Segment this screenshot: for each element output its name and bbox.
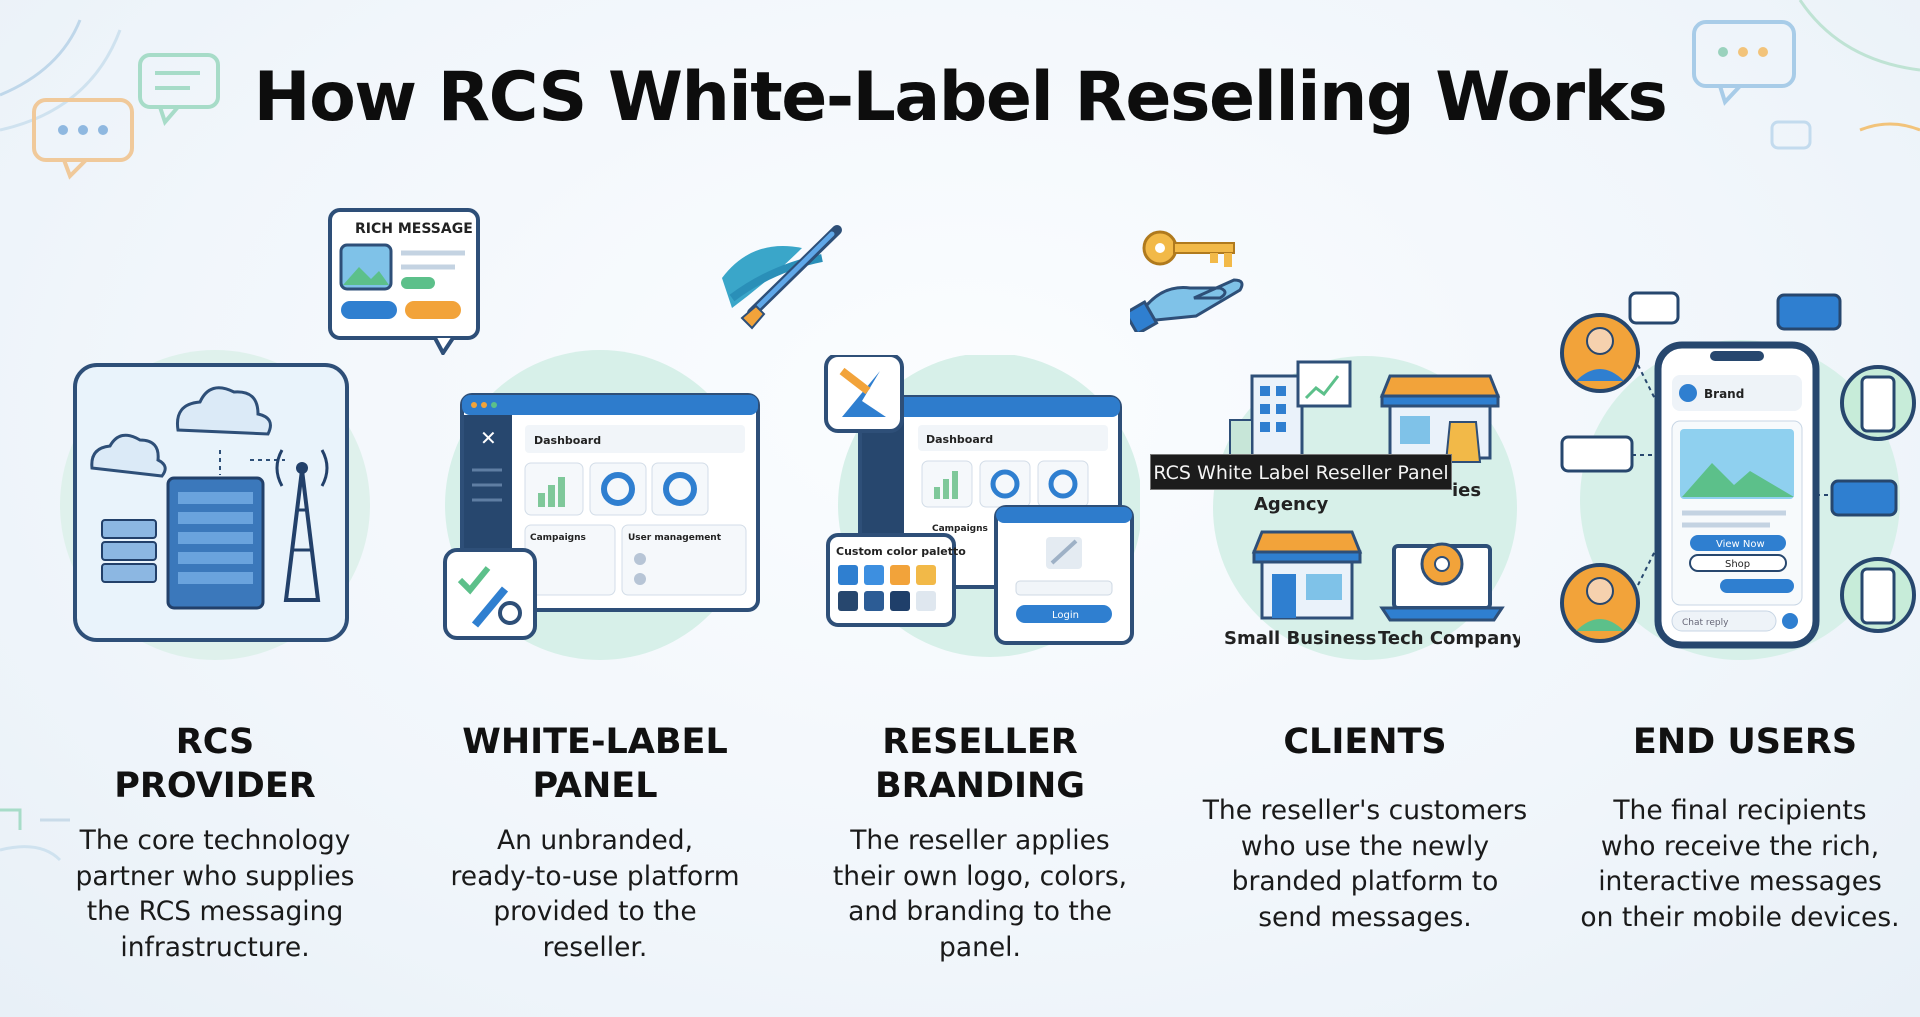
stage-5-desc-line: interactive messages — [1598, 866, 1882, 897]
stage-5-description: The final recipients who receive the ric… — [1560, 793, 1920, 935]
stage-2-heading-line2: PANEL — [532, 766, 658, 806]
client-tech-company-label: Tech Company — [1378, 628, 1520, 649]
hover-tooltip: RCS White Label Reseller Panel — [1150, 454, 1452, 490]
paintbrush-icon — [722, 225, 842, 330]
stage-1-desc-line: partner who supplies — [75, 860, 355, 892]
stage-3-desc-line: The reseller applies — [850, 825, 1110, 856]
stage-4-desc-line: The reseller's customers — [1202, 795, 1528, 826]
stage-3-desc-line: panel. — [939, 931, 1021, 963]
stage-2-desc-line: provided to the — [493, 896, 697, 927]
panel-dashboard-label: Dashboard — [534, 434, 601, 447]
phone-view-button: View Now — [1716, 539, 1765, 550]
stage-3-desc-line: and branding to the — [848, 896, 1112, 927]
branding-campaigns-label: Campaigns — [932, 524, 988, 534]
stage-3-description: The reseller applies their own logo, col… — [810, 823, 1150, 965]
custom-palette-label: Custom color paletto — [836, 545, 966, 558]
stage-4-desc-line: branded platform to — [1231, 866, 1499, 897]
rich-message-label: RICH MESSAGE — [355, 221, 473, 237]
decor-bubbles-right — [1692, 0, 1920, 150]
stage-1-desc-line: the RCS messaging — [86, 896, 344, 927]
client-top-right-label: ies — [1452, 480, 1481, 501]
white-label-panel-illustration: ✕ Dashboard Campaigns User management — [443, 350, 760, 660]
stage-2-desc-line: reseller. — [542, 931, 648, 963]
stage-4-heading-line1: CLIENTS — [1283, 722, 1447, 762]
stage-3-desc-line: their own logo, colors, — [832, 860, 1128, 892]
stage-5-desc-line: on their mobile devices. — [1580, 901, 1900, 933]
stage-1-desc-line: infrastructure. — [120, 931, 310, 963]
stage-5-heading: END USERS — [1570, 720, 1920, 764]
stage-1-heading-line1: RCS — [175, 722, 255, 762]
stage-2-desc-line: An unbranded, — [496, 825, 694, 856]
stage-1-description: The core technology partner who supplies… — [55, 823, 375, 965]
stage-1-desc-line: The core technology — [79, 825, 351, 856]
stage-5-heading-line1: END USERS — [1632, 722, 1858, 762]
branding-dashboard-label: Dashboard — [926, 433, 993, 446]
reseller-branding-illustration: Dashboard Campaigns Custom color paletto… — [824, 355, 1140, 657]
phone-shop-button: Shop — [1725, 559, 1750, 570]
key-hand-icon — [1130, 230, 1244, 332]
client-agency-label: Agency — [1254, 494, 1329, 515]
stage-3-heading-line2: BRANDING — [874, 766, 1086, 806]
stage-5-desc-line: The final recipients — [1613, 795, 1867, 826]
stage-3-heading-line1: RESELLER — [882, 722, 1078, 762]
panel-user-management-label: User management — [628, 533, 722, 543]
end-users-illustration: Brand View Now Shop Chat reply — [1560, 291, 1916, 660]
svg-text:✕: ✕ — [480, 426, 497, 450]
clients-illustration: Agency ies Small Business Tech Company — [1213, 356, 1520, 660]
stage-2-heading-line1: WHITE-LABEL — [462, 722, 728, 762]
page-title: How RCS White-Label Reselling Works — [253, 58, 1668, 137]
stage-2-heading: WHITE-LABEL PANEL — [430, 720, 760, 808]
stage-4-desc-line: send messages. — [1258, 901, 1472, 933]
stage-1-heading: RCS PROVIDER — [60, 720, 370, 808]
stage-3-heading: RESELLER BRANDING — [815, 720, 1145, 808]
stage-5-desc-line: who receive the rich, — [1600, 830, 1880, 862]
client-small-business-label: Small Business — [1224, 628, 1376, 649]
panel-campaigns-label: Campaigns — [530, 533, 586, 543]
decor-bubbles-bottom-left — [0, 808, 70, 862]
phone-chat-input: Chat reply — [1682, 618, 1729, 628]
stage-4-desc-line: who use the newly — [1240, 830, 1490, 862]
stage-4-description: The reseller's customers who use the new… — [1180, 793, 1550, 935]
rich-message-card: RICH MESSAGE — [328, 208, 480, 355]
rcs-provider-illustration — [60, 350, 370, 660]
stage-1-heading-line2: PROVIDER — [114, 766, 316, 806]
stage-2-description: An unbranded, ready-to-use platform prov… — [425, 823, 765, 965]
stage-4-heading: CLIENTS — [1190, 720, 1540, 764]
stage-2-desc-line: ready-to-use platform — [450, 860, 740, 892]
login-label: Login — [1052, 610, 1079, 621]
phone-brand-label: Brand — [1704, 387, 1744, 401]
decor-bubbles-left — [0, 19, 220, 180]
